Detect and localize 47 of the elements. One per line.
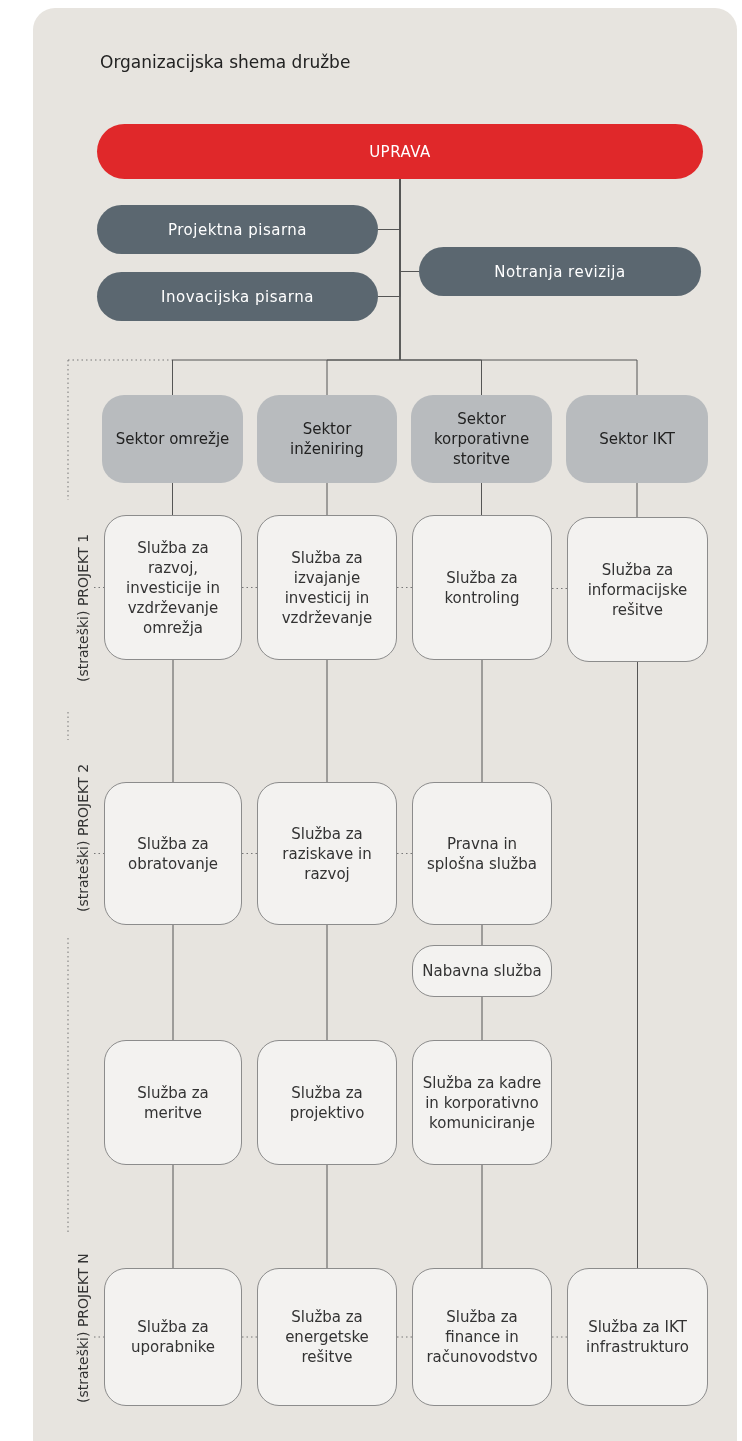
sector-box: Sektor omrežje <box>102 395 243 483</box>
title: Organizacijska shema družbe <box>100 52 351 72</box>
project-label: (strateški) PROJEKT 2 <box>72 745 94 931</box>
service-box: Služba za uporabnike <box>104 1268 242 1406</box>
connector-line <box>172 924 174 1041</box>
office-box: Inovacijska pisarna <box>97 272 378 321</box>
project-label: (strateški) PROJEKT 1 <box>72 510 94 706</box>
service-box: Služba za IKT infrastrukturo <box>567 1268 708 1406</box>
service-box: Služba za raziskave in razvoj <box>257 782 397 925</box>
dotted-connector <box>241 853 258 854</box>
connector-line <box>326 924 328 1041</box>
dotted-connector <box>396 587 413 588</box>
management-box: UPRAVA <box>97 124 703 179</box>
service-box: Služba za informacijske rešitve <box>567 517 708 662</box>
connector-line <box>172 659 174 783</box>
service-box: Služba za izvajanje investicij in vzdrževanje <box>257 515 397 660</box>
office-box: Projektna pisarna <box>97 205 378 254</box>
dotted-connector <box>241 587 258 588</box>
connector-line <box>326 659 328 783</box>
connector-line <box>326 1164 328 1269</box>
service-box: Služba za meritve <box>104 1040 242 1165</box>
connector-line <box>481 996 483 1041</box>
service-box: Služba za energetske rešitve <box>257 1268 397 1406</box>
service-box: Služba za finance in računovodstvo <box>412 1268 552 1406</box>
office-box: Notranja revizija <box>419 247 701 296</box>
connector-line <box>481 659 483 783</box>
service-box: Pravna in splošna služba <box>412 782 552 925</box>
connector-line <box>172 482 173 516</box>
project-label: (strateški) PROJEKT N <box>72 1240 94 1416</box>
sector-box: Sektor inženiring <box>257 395 397 483</box>
connector-line <box>636 482 638 518</box>
connector-line <box>172 1164 174 1269</box>
service-box: Služba za kadre in korporativno komuniciranje <box>412 1040 552 1165</box>
dotted-connector <box>551 588 568 589</box>
connector-line <box>481 1164 483 1269</box>
dotted-connector <box>396 853 413 854</box>
service-box: Služba za obratovanje <box>104 782 242 925</box>
connector-line <box>481 482 482 516</box>
sector-box: Sektor korporativne storitve <box>411 395 552 483</box>
sector-box: Sektor IKT <box>566 395 708 483</box>
service-box: Služba za razvoj, investicije in vzdrževanje omrežja <box>104 515 242 660</box>
service-box: Služba za kontroling <box>412 515 552 660</box>
service-box: Služba za projektivo <box>257 1040 397 1165</box>
service-box: Nabavna služba <box>412 945 552 997</box>
connector-line <box>326 482 328 516</box>
connector-line <box>481 924 483 946</box>
connector-line <box>637 661 638 1269</box>
